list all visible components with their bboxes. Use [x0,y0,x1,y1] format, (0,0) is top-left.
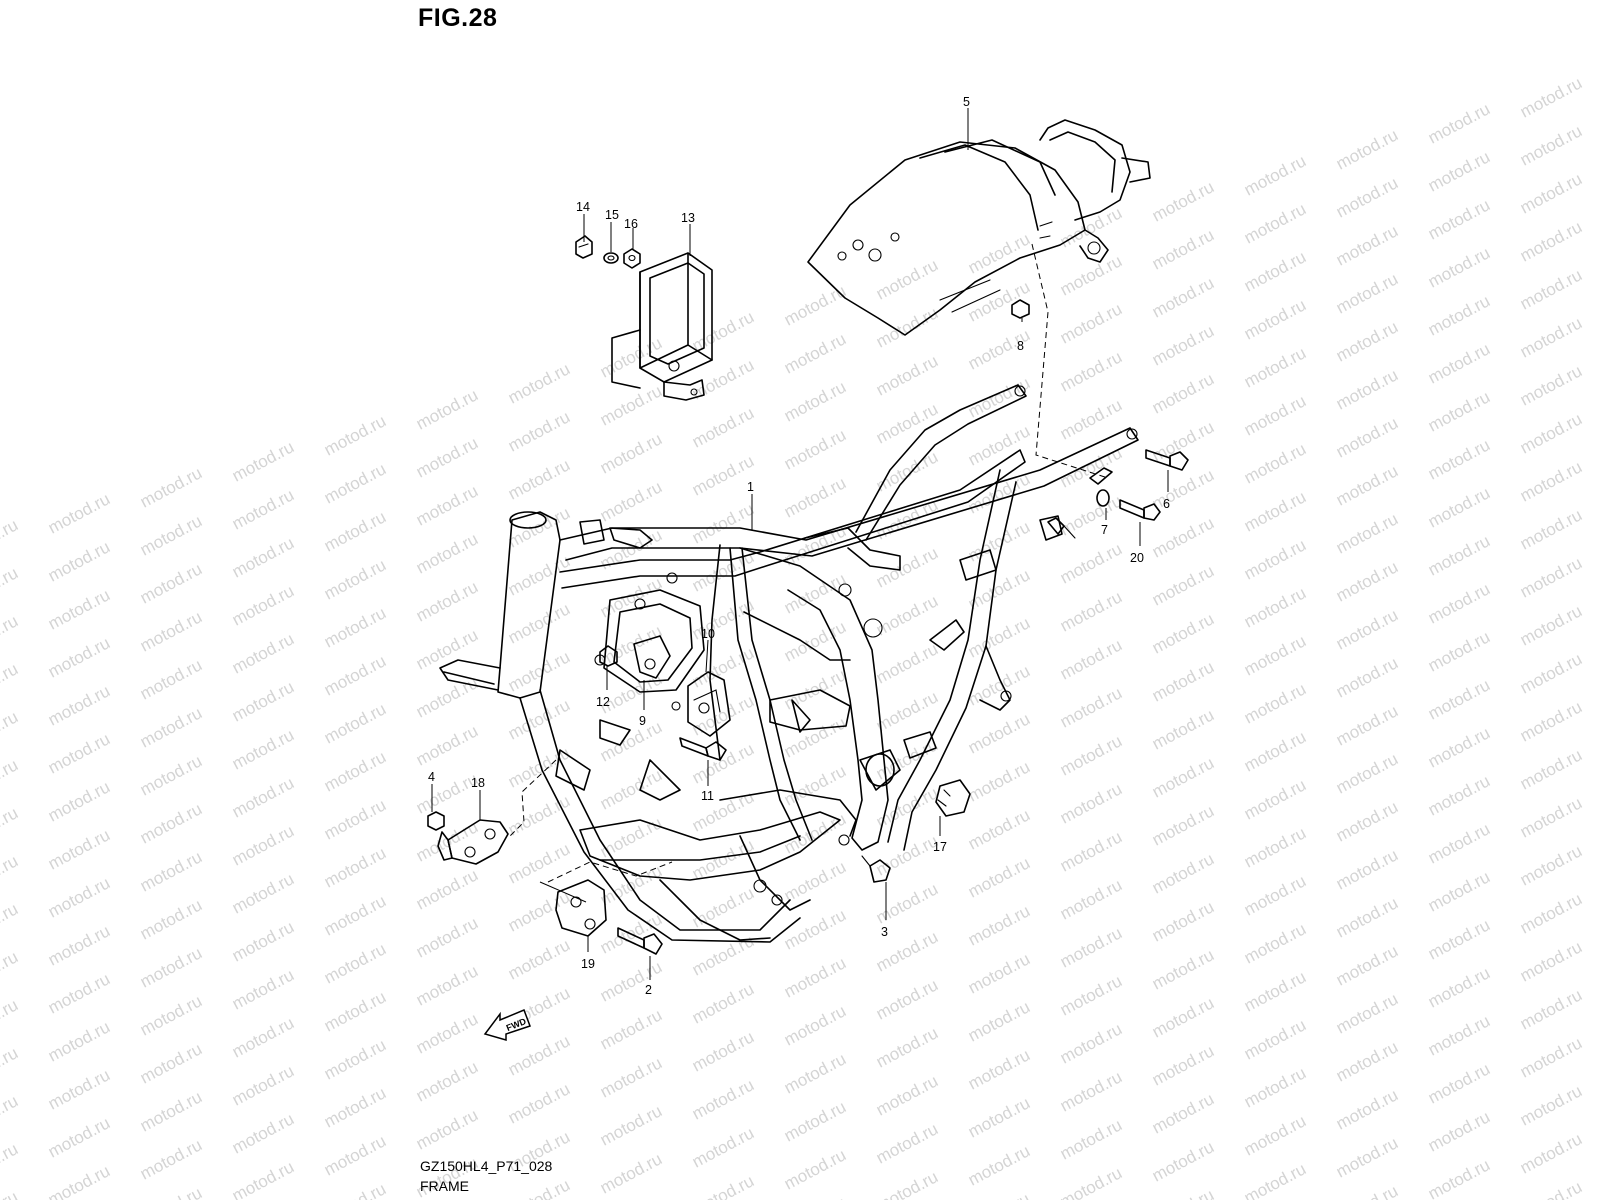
callout-14: 14 [576,200,590,214]
callout-2: 2 [645,983,652,997]
bracket-9 [633,635,681,711]
callout-8: 8 [1017,339,1024,353]
bracket-10 [687,671,731,737]
bolt-20 [1119,499,1161,521]
callout-9: 9 [639,714,646,728]
figure-title: FIG.28 [418,4,498,32]
cap-17 [935,779,971,817]
arrow-left-icon [483,1009,531,1041]
callout-12: 12 [596,695,610,709]
collar-7 [1096,489,1110,507]
bolt-11 [679,737,727,761]
nut-12 [599,645,618,667]
bracket-18 [437,819,509,865]
nut-8 [1011,299,1030,319]
bolt-6 [1145,449,1189,471]
callout-6: 6 [1163,497,1170,511]
figure-code: GZ150HL4_P71_028 [420,1158,553,1174]
fwd-direction-badge: FWD [483,1009,531,1041]
nut-4 [427,811,445,831]
leader-lines [431,108,1169,980]
bolt-2 [617,927,663,955]
stud-frame-right [1047,517,1076,539]
bolt-3 [861,855,891,883]
callout-15: 15 [605,208,619,222]
bracket-19 [555,879,607,937]
rear-fender-5 [807,119,1151,336]
callout-17: 17 [933,840,947,854]
callout-19: 19 [581,957,595,971]
callout-4: 4 [428,770,435,784]
callout-10: 10 [701,627,715,641]
callout-7: 7 [1101,523,1108,537]
box-bracket-13 [611,252,713,401]
callout-18: 18 [471,776,485,790]
callout-1: 1 [747,480,754,494]
alignment-guides [507,243,1109,903]
callout-20: 20 [1130,551,1144,565]
bolt-14 [575,235,593,259]
callout-16: 16 [624,217,638,231]
callout-11: 11 [701,789,714,803]
callouts: 1 5 14 15 16 13 8 6 7 20 10 12 9 11 4 18… [428,95,1170,997]
washer-15 [603,252,619,264]
main-frame-1 [439,384,1139,943]
callout-5: 5 [963,95,970,109]
figure-name: FRAME [420,1178,469,1194]
callout-3: 3 [881,925,888,939]
nut-16 [623,248,641,269]
callout-13: 13 [681,211,695,225]
